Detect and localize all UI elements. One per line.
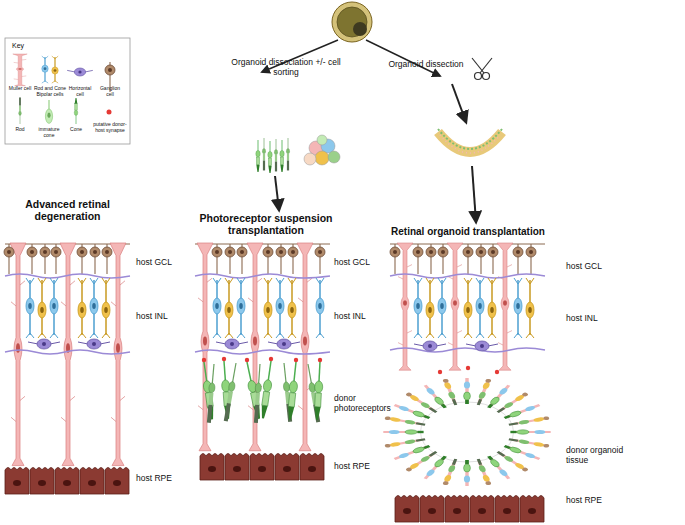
key-synapse [107, 110, 112, 115]
key-bipolar [42, 56, 48, 83]
retina-degenerated [4, 243, 130, 494]
retina-suspension-graft [195, 243, 330, 480]
panel-heading: Retinal organoid transplantation [368, 226, 568, 238]
legend-text: putative donor-host synapse [92, 122, 128, 134]
key-horizontal [67, 68, 93, 76]
legend-text: Rod and Cone Bipolar cells [33, 86, 67, 98]
layer-label: host INL [334, 312, 386, 322]
layer-label: donor organoid tissue [566, 446, 636, 466]
organoid-source [332, 2, 372, 42]
key-immature-cone [45, 100, 52, 123]
retina-organoid-graft [383, 243, 550, 522]
key-box [5, 38, 130, 144]
layer-label: host RPE [136, 474, 188, 484]
panel-heading: Advanced retinal degeneration [5, 198, 130, 222]
dissociated-photoreceptors [256, 138, 290, 173]
legend-text: Cone [62, 127, 90, 133]
synapse-dots [202, 357, 322, 362]
key-cone [74, 98, 78, 124]
layer-label: host RPE [566, 496, 626, 506]
panel-heading: Photoreceptor suspension transplantation [184, 212, 348, 236]
key-title: Key [12, 42, 52, 50]
synapse-dots [438, 366, 499, 374]
layer-label: host GCL [136, 258, 188, 268]
layer-label: host INL [136, 312, 188, 322]
layer-label: host GCL [566, 262, 626, 272]
legend-text: Horizontal cell [66, 86, 94, 98]
layer-label: host INL [566, 314, 626, 324]
step-label: Organoid dissociation +/- cell sorting [224, 58, 348, 78]
key-muller [13, 54, 27, 86]
legend-text: Rod [6, 127, 34, 133]
step-label: Organoid dissection [376, 60, 476, 70]
scissors-icon [472, 58, 492, 80]
cell-aggregate [304, 135, 340, 165]
legend-text: immature cone [33, 127, 65, 139]
key-bipolar [52, 56, 58, 83]
legend-text: Ganglion cell [96, 86, 124, 98]
layer-label: host RPE [334, 462, 386, 472]
dissected-organoid [438, 129, 502, 153]
key-rod [19, 97, 22, 124]
organoid-rosette [383, 378, 550, 486]
legend-text: Muller cell [6, 86, 34, 92]
layer-label: host GCL [334, 258, 386, 268]
layer-label: donor photoreceptors [334, 394, 404, 414]
